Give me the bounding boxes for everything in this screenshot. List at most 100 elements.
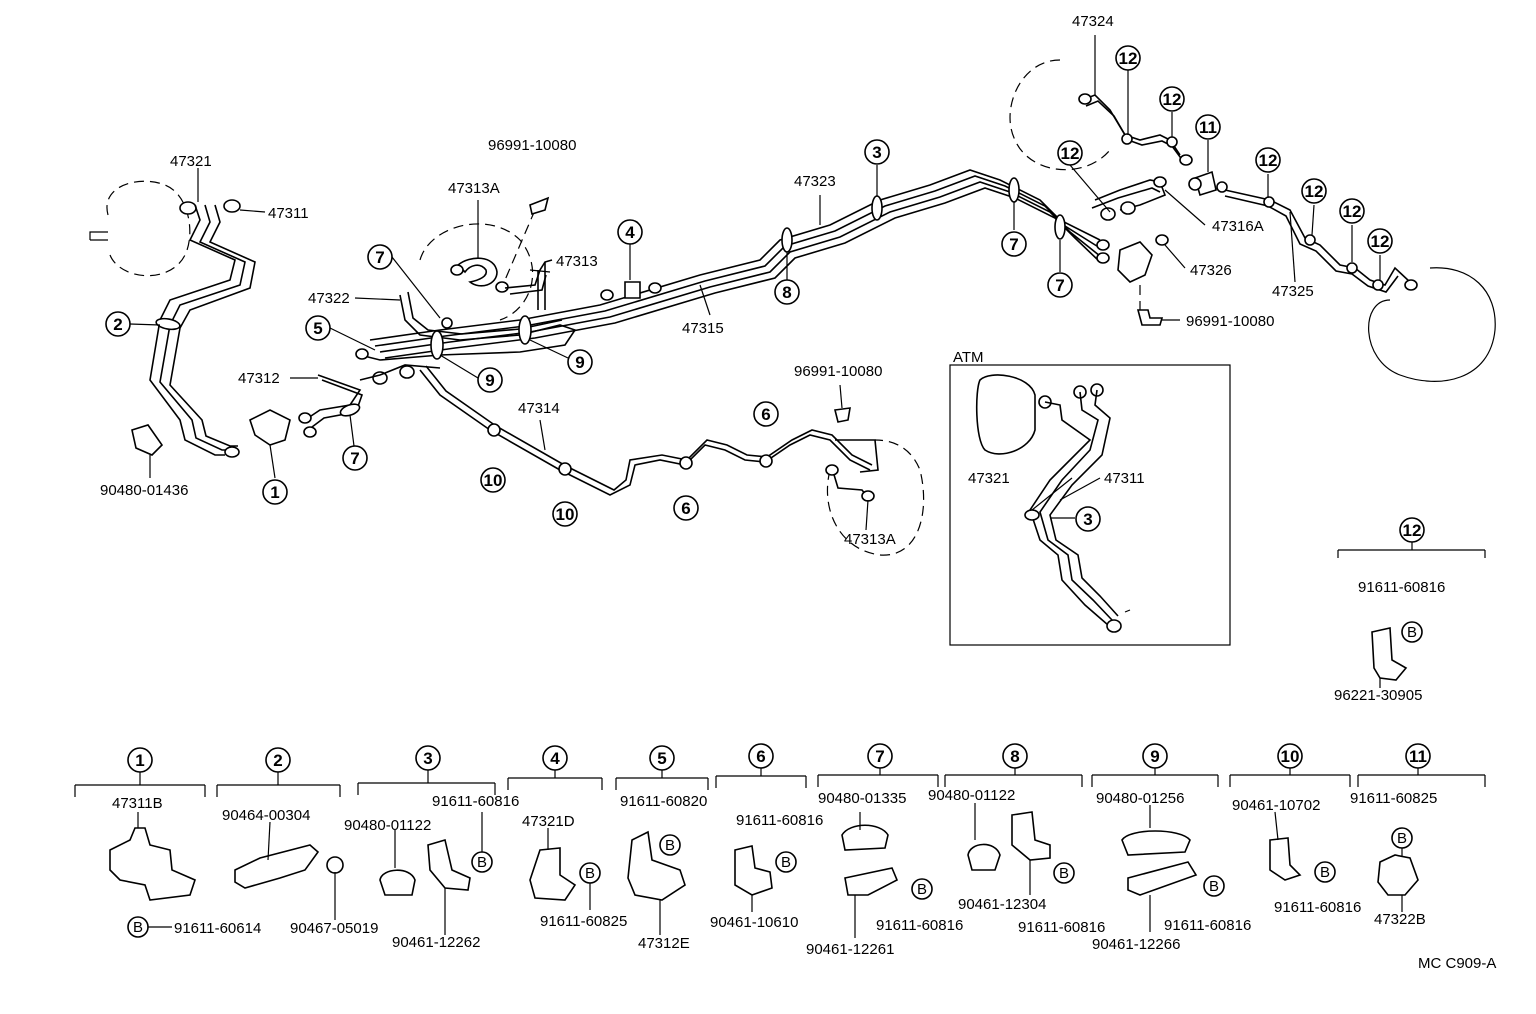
label-47323: 47323 xyxy=(794,173,836,190)
legend-8-b: B xyxy=(1059,865,1069,882)
pipe-47314 xyxy=(419,365,879,496)
pipe-47313 xyxy=(537,243,662,310)
caliper-47313A-bottom xyxy=(825,439,925,556)
callout-7-b: 7 xyxy=(350,449,359,468)
legend-3-part-c: 90461-12262 xyxy=(392,934,480,951)
part-11-flexhose xyxy=(1188,170,1228,197)
legend-brackets xyxy=(74,763,1486,797)
b-mark-12: B xyxy=(1407,624,1417,641)
valve-47326 xyxy=(1117,234,1169,326)
label-47315: 47315 xyxy=(682,320,724,337)
callout-10-b: 10 xyxy=(556,505,575,524)
legend-4-number: 4 xyxy=(550,749,560,768)
callout-8: 8 xyxy=(782,283,791,302)
legend-8-number: 8 xyxy=(1010,747,1019,766)
legend-10-number: 10 xyxy=(1281,747,1300,766)
legend-9-number: 9 xyxy=(1150,747,1159,766)
label-47313A-top: 47313A xyxy=(448,180,500,197)
atm-inset xyxy=(949,364,1231,646)
legend-11-part-a: 91611-60825 xyxy=(1350,790,1437,807)
callout-2: 2 xyxy=(113,315,122,334)
legend-7-part-b: 91611-60816 xyxy=(876,917,963,934)
diagram-callouts: 2 1 5 7 7 4 9 9 10 10 6 6 8 3 7 7 12 12 … xyxy=(105,45,1425,643)
callout-9-a: 9 xyxy=(575,353,584,372)
legend-1-part-a: 47311B xyxy=(112,795,163,812)
callout-6-a: 6 xyxy=(681,499,690,518)
label-47313: 47313 xyxy=(556,253,598,270)
legend-8-part-a: 90480-01122 xyxy=(928,787,1015,804)
label-47325: 47325 xyxy=(1272,283,1314,300)
fittings-47312 xyxy=(249,374,364,479)
callout-box-12: 12 xyxy=(1403,521,1422,540)
legend-3-b: B xyxy=(477,854,487,871)
legend-9-part-b: 91611-60816 xyxy=(1164,917,1251,934)
legend-2-number: 2 xyxy=(273,751,282,770)
legend-3-part-a: 90480-01122 xyxy=(344,817,431,834)
label-atm-47321: 47321 xyxy=(968,470,1010,487)
legend-9-b: B xyxy=(1209,878,1219,895)
part-12-detail xyxy=(1337,542,1486,688)
legend-3-part-b: 91611-60816 xyxy=(432,793,519,810)
label-47313A-bottom: 47313A xyxy=(844,531,896,548)
label-90480-01436: 90480-01436 xyxy=(100,482,188,499)
pipe-47325 xyxy=(1224,189,1496,382)
callout-12-g: 12 xyxy=(1371,232,1390,251)
caliper-47313A-top xyxy=(419,196,553,321)
label-b12-96221-30905: 96221-30905 xyxy=(1334,687,1422,704)
callout-10-a: 10 xyxy=(484,471,503,490)
legend-part-icons xyxy=(109,803,1419,938)
legend-7-part-c: 90461-12261 xyxy=(806,941,894,958)
legend-6-number: 6 xyxy=(756,747,765,766)
legend-2-part-b: 90467-05019 xyxy=(290,920,378,937)
pipe-47316A xyxy=(1091,176,1167,221)
label-96991-10080-right: 96991-10080 xyxy=(1186,313,1274,330)
pipe-47321-47311 xyxy=(149,204,256,458)
label-47326: 47326 xyxy=(1190,262,1232,279)
legend-5-part-a: 91611-60820 xyxy=(620,793,707,810)
legend-1-part-b: 91611-60614 xyxy=(174,920,261,937)
callout-atm-3: 3 xyxy=(1083,510,1092,529)
legend-1-b: B xyxy=(133,919,143,936)
legend-labels: 1 47311B B 91611-60614 2 90464-00304 904… xyxy=(112,743,1437,958)
label-47324: 47324 xyxy=(1072,13,1114,30)
legend-9-part-a: 90480-01256 xyxy=(1096,790,1184,807)
figure-code: MC C909-A xyxy=(1418,955,1496,972)
label-47311: 47311 xyxy=(268,205,309,222)
leader-lines xyxy=(129,70,1381,519)
callout-7-d: 7 xyxy=(1055,276,1064,295)
callout-7-c: 7 xyxy=(1009,235,1018,254)
legend-6-part-b: 90461-10610 xyxy=(710,914,798,931)
label-b12-91611-60816: 91611-60816 xyxy=(1358,579,1445,596)
legend-9-part-c: 90461-12266 xyxy=(1092,936,1180,953)
legend-6-part-a: 91611-60816 xyxy=(736,812,823,829)
label-96991-10080-top: 96991-10080 xyxy=(488,137,576,154)
legend-10-part-a: 90461-10702 xyxy=(1232,797,1320,814)
legend-7-number: 7 xyxy=(875,747,884,766)
legend-4-b: B xyxy=(585,865,595,882)
legend-4-part-a: 47321D xyxy=(522,813,575,830)
legend-10-part-b: 91611-60816 xyxy=(1274,899,1361,916)
callout-1: 1 xyxy=(270,483,279,502)
legend-8-part-b: 90461-12304 xyxy=(958,896,1046,913)
callout-3: 3 xyxy=(872,143,881,162)
legend-5-b: B xyxy=(665,837,675,854)
callout-12-d: 12 xyxy=(1259,151,1278,170)
callout-6-b: 6 xyxy=(761,405,770,424)
legend-2-part-a: 90464-00304 xyxy=(222,807,310,824)
callout-12-c: 12 xyxy=(1061,144,1080,163)
label-96991-10080-mid: 96991-10080 xyxy=(794,363,882,380)
legend-11-number: 11 xyxy=(1409,747,1427,766)
legend-11-b: B xyxy=(1397,830,1407,847)
legend-4-part-b: 91611-60825 xyxy=(540,913,627,930)
callout-4: 4 xyxy=(625,223,635,242)
legend-3-number: 3 xyxy=(423,749,432,768)
label-47316A: 47316A xyxy=(1212,218,1264,235)
label-47322: 47322 xyxy=(308,290,350,307)
part-number-labels: 47321 47311 96991-10080 47313A 47313 473… xyxy=(100,13,1445,704)
legend-10-b: B xyxy=(1320,864,1330,881)
callout-12-e: 12 xyxy=(1305,182,1324,201)
callout-12-a: 12 xyxy=(1119,49,1138,68)
legend-7-part-a: 90480-01335 xyxy=(818,790,906,807)
legend-1-number: 1 xyxy=(135,751,144,770)
pipe-47322-loop xyxy=(355,291,577,385)
